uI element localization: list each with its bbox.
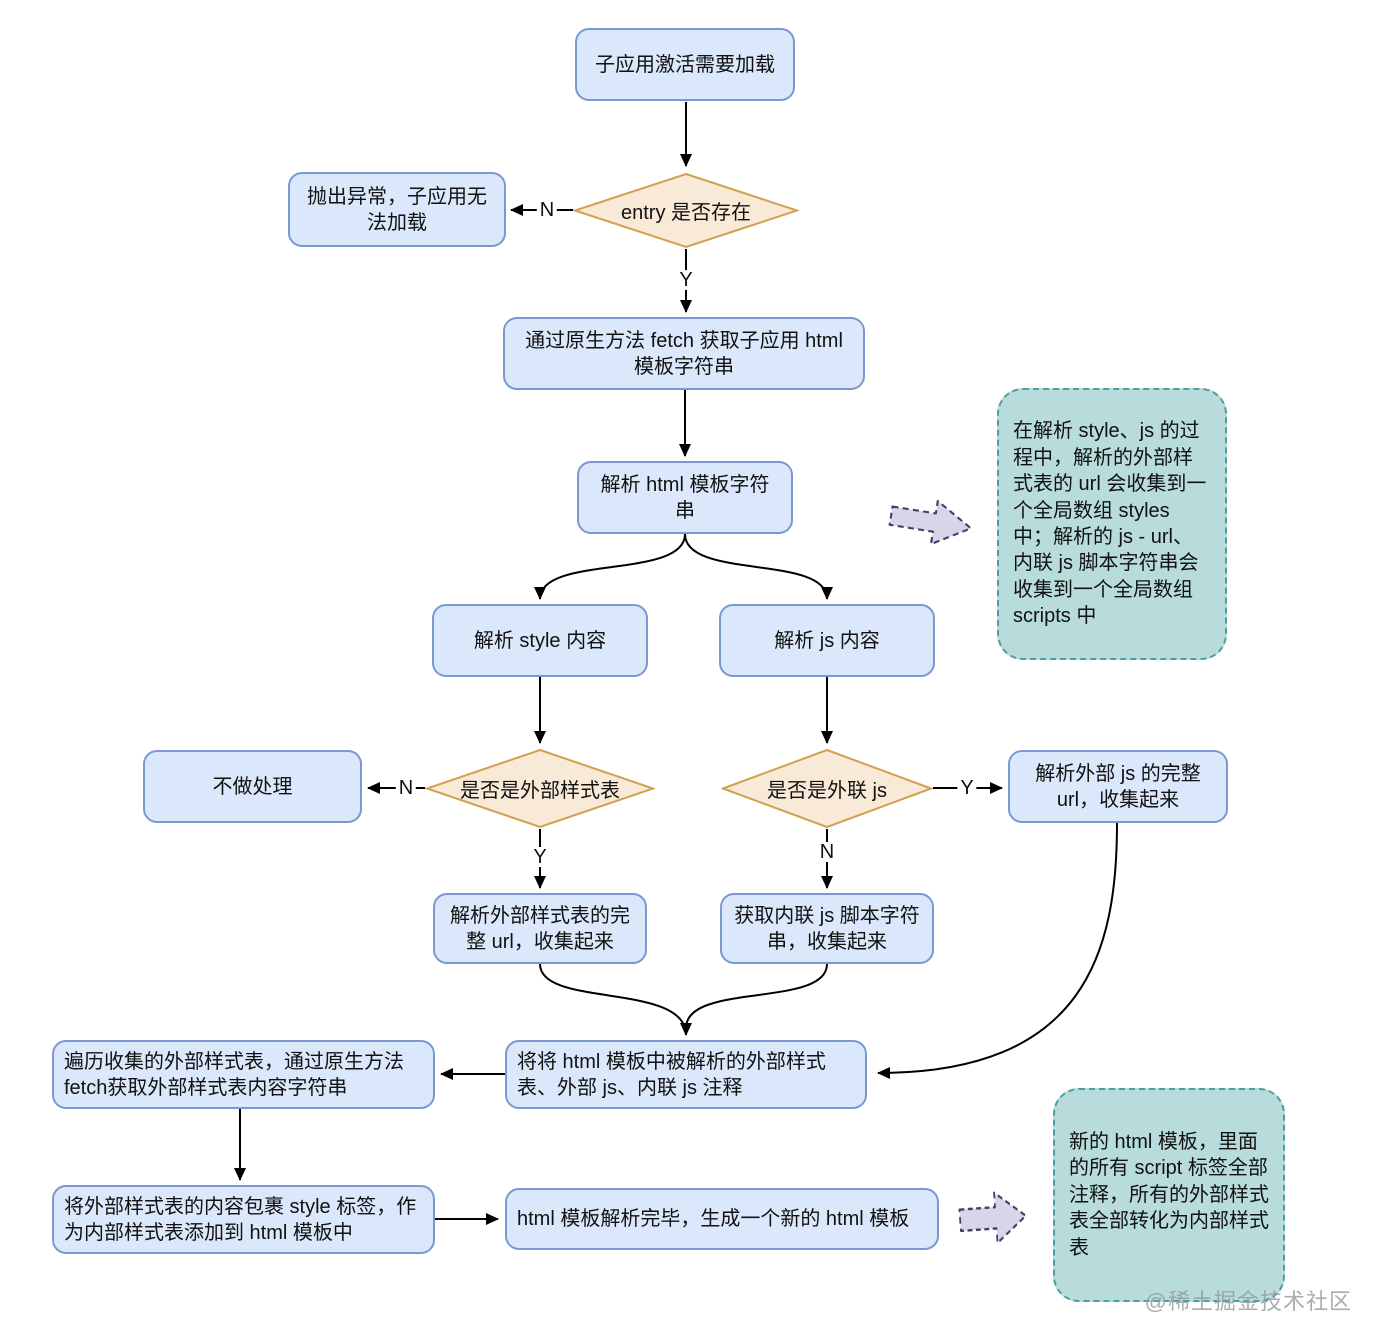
- edge-label-entry-n: N: [536, 200, 558, 220]
- node-fetch-styles: 遍历收集的外部样式表，通过原生方法fetch获取外部样式表内容字符串: [52, 1040, 435, 1109]
- decision-is-external-js-label: 是否是外联 js: [767, 780, 887, 802]
- decision-is-external-style: 是否是外部样式表: [425, 748, 655, 829]
- edge-label-style-y: Y: [530, 847, 550, 867]
- node-parse-html: 解析 html 模板字符串: [577, 461, 793, 534]
- decision-is-external-js: 是否是外联 js: [721, 748, 933, 829]
- node-comment-out: 将将 html 模板中被解析的外部样式表、外部 js、内联 js 注释: [505, 1040, 867, 1109]
- decision-is-external-style-label: 是否是外部样式表: [460, 780, 620, 802]
- note-collect-arrays: 在解析 style、js 的过程中，解析的外部样式表的 url 会收集到一个全局…: [997, 388, 1227, 660]
- node-throw-error: 抛出异常，子应用无法加载: [288, 172, 506, 247]
- node-done: html 模板解析完毕，生成一个新的 html 模板: [505, 1188, 939, 1250]
- edge-label-js-y: Y: [957, 778, 977, 798]
- decision-entry-exists: entry 是否存在: [573, 172, 799, 249]
- note-result-template: 新的 html 模板，里面的所有 script 标签全部注释，所有的外部样式表全…: [1053, 1088, 1285, 1302]
- node-collect-js-url: 解析外部 js 的完整 url，收集起来: [1008, 750, 1228, 823]
- node-wrap-style: 将外部样式表的内容包裹 style 标签，作为内部样式表添加到 html 模板中: [52, 1185, 435, 1254]
- node-no-action: 不做处理: [143, 750, 362, 823]
- node-collect-inline-js: 获取内联 js 脚本字符串，收集起来: [720, 893, 934, 964]
- diamond-shape: [573, 172, 799, 249]
- node-start: 子应用激活需要加载: [575, 28, 795, 101]
- edge-label-js-n: N: [816, 842, 838, 862]
- node-collect-style-url: 解析外部样式表的完整 url，收集起来: [433, 893, 647, 964]
- node-fetch-html: 通过原生方法 fetch 获取子应用 html 模板字符串: [503, 317, 865, 390]
- diamond-shape: [425, 748, 655, 829]
- edge-label-style-n: N: [395, 778, 417, 798]
- block-arrow-icon: [956, 1186, 1030, 1251]
- block-arrow-icon: [884, 490, 977, 555]
- node-parse-js: 解析 js 内容: [719, 604, 935, 677]
- edge-label-entry-y: Y: [676, 270, 696, 290]
- watermark: @稀土掘金技术社区: [1144, 1289, 1352, 1314]
- decision-entry-exists-label: entry 是否存在: [620, 202, 752, 224]
- diamond-shape: [721, 748, 933, 829]
- node-parse-style: 解析 style 内容: [432, 604, 648, 677]
